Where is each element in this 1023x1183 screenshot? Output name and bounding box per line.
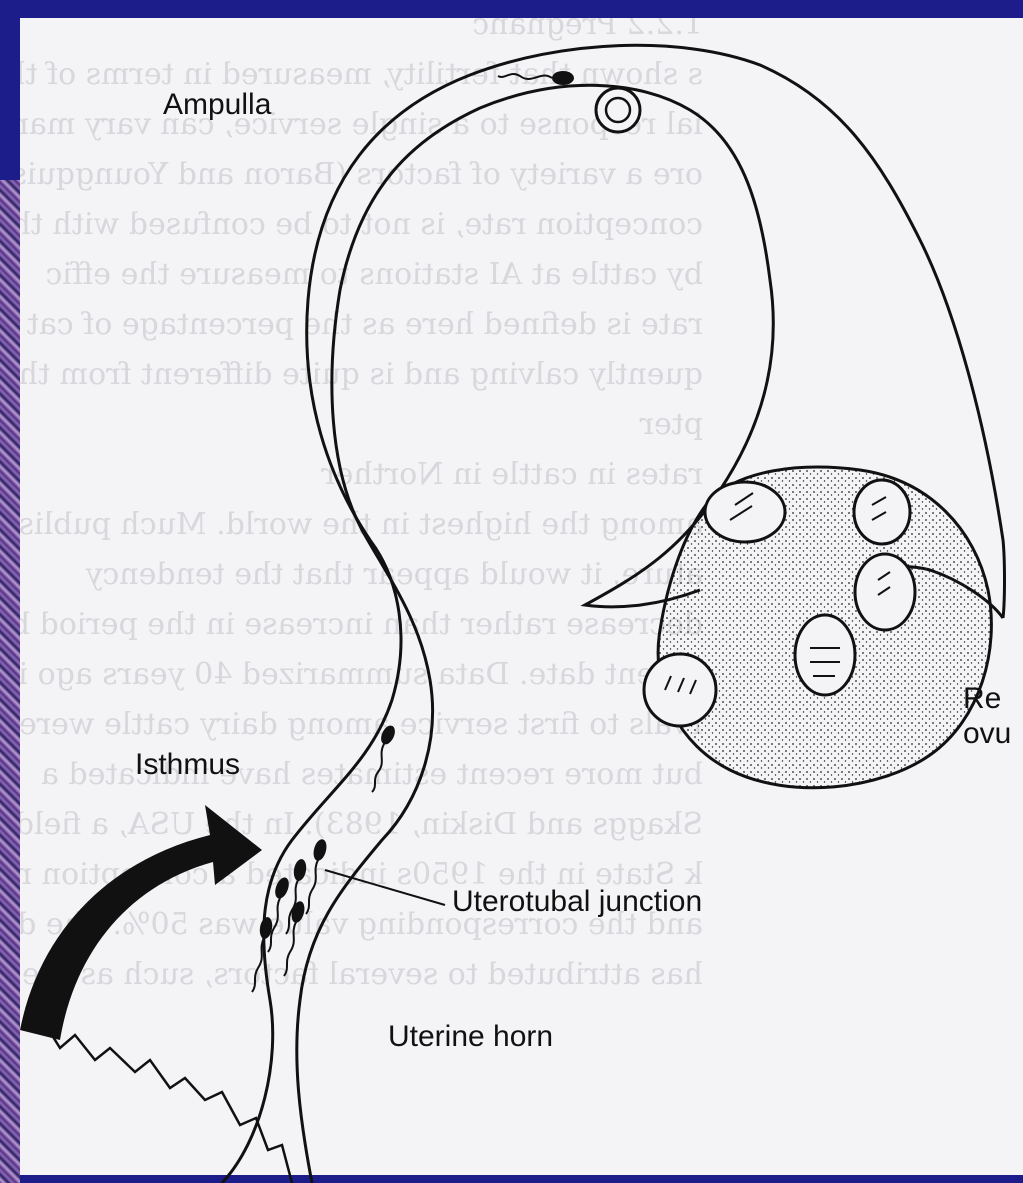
label-ovum-line2: ovu: [963, 717, 1011, 751]
ovum-in-ampulla: [596, 88, 640, 132]
label-ampulla: Ampulla: [163, 88, 271, 122]
label-isthmus: Isthmus: [135, 748, 240, 782]
follicle-left: [644, 654, 716, 726]
corpus-center: [795, 615, 855, 695]
follicle-top-left: [705, 482, 785, 542]
uterine-horn-lining: [30, 1000, 292, 1183]
ovary: [644, 467, 991, 788]
label-ovum-line1: Re: [963, 682, 1001, 716]
follicle-right: [855, 554, 915, 630]
sperm-transport-arrow: [20, 805, 262, 1040]
follicle-top-right: [854, 480, 910, 544]
sperm-ampulla: [498, 71, 574, 85]
label-uterine-horn: Uterine horn: [388, 1020, 553, 1054]
label-uterotubal-junction: Uterotubal junction: [452, 885, 702, 919]
